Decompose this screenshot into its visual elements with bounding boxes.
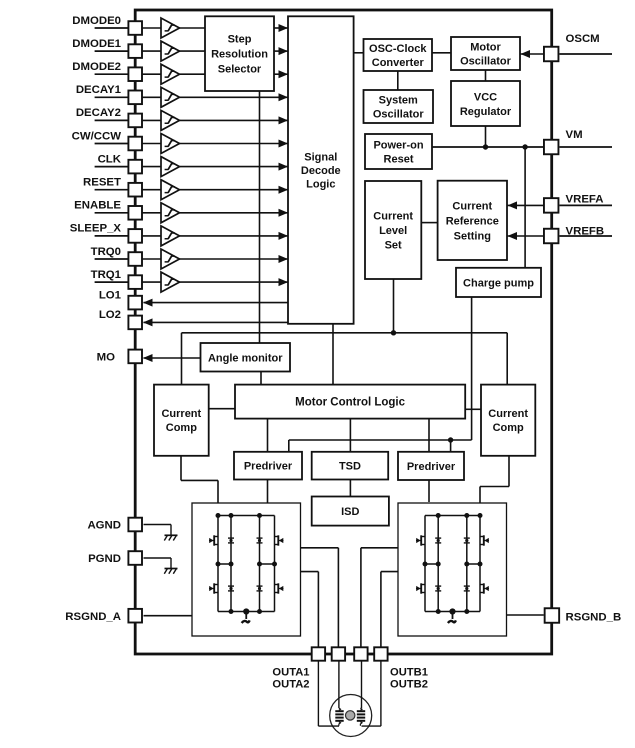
- svg-text:DMODE1: DMODE1: [72, 38, 121, 50]
- svg-text:AGND: AGND: [87, 520, 121, 532]
- svg-text:LO1: LO1: [99, 289, 122, 301]
- svg-text:VREFB: VREFB: [566, 226, 605, 238]
- svg-text:TSD: TSD: [339, 461, 361, 473]
- svg-text:Set: Set: [385, 240, 402, 252]
- svg-text:Current: Current: [488, 408, 528, 420]
- svg-text:Current: Current: [373, 211, 413, 223]
- svg-text:Setting: Setting: [454, 230, 491, 242]
- svg-text:VCC: VCC: [474, 91, 497, 103]
- svg-text:Power-on: Power-on: [373, 140, 423, 152]
- svg-text:RESET: RESET: [83, 177, 121, 189]
- svg-text:DECAY2: DECAY2: [76, 107, 121, 119]
- svg-text:ISD: ISD: [341, 506, 359, 518]
- svg-text:Predriver: Predriver: [244, 461, 293, 473]
- svg-text:TRQ0: TRQ0: [91, 246, 121, 258]
- svg-text:Regulator: Regulator: [460, 106, 512, 118]
- svg-text:MO: MO: [97, 352, 115, 364]
- svg-text:OUTA2: OUTA2: [272, 678, 309, 690]
- svg-text:Selector: Selector: [218, 64, 262, 76]
- svg-text:VREFA: VREFA: [566, 194, 604, 206]
- svg-text:Current: Current: [452, 200, 492, 212]
- svg-text:TRQ1: TRQ1: [91, 269, 122, 281]
- svg-text:Reset: Reset: [384, 154, 414, 166]
- svg-text:CLK: CLK: [98, 153, 122, 165]
- svg-text:Signal: Signal: [304, 151, 337, 163]
- svg-text:DMODE0: DMODE0: [72, 15, 121, 27]
- svg-text:DECAY1: DECAY1: [76, 84, 122, 96]
- svg-text:RSGND_A: RSGND_A: [65, 611, 121, 623]
- svg-text:Comp: Comp: [166, 422, 197, 434]
- svg-text:SLEEP_X: SLEEP_X: [70, 223, 122, 235]
- svg-text:RSGND_B: RSGND_B: [566, 612, 622, 624]
- svg-text:PGND: PGND: [88, 553, 121, 565]
- svg-text:Resolution: Resolution: [211, 49, 268, 61]
- svg-text:Logic: Logic: [306, 179, 335, 191]
- svg-text:CW/CCW: CW/CCW: [72, 130, 122, 142]
- svg-text:Motor: Motor: [470, 42, 501, 54]
- svg-text:Oscillator: Oscillator: [460, 55, 511, 67]
- svg-text:Decode: Decode: [301, 165, 341, 177]
- svg-text:OSC-Clock: OSC-Clock: [369, 43, 427, 55]
- svg-text:Charge pump: Charge pump: [463, 277, 534, 289]
- svg-text:Reference: Reference: [446, 215, 499, 227]
- svg-text:DMODE2: DMODE2: [72, 61, 121, 73]
- svg-text:Level: Level: [379, 225, 407, 237]
- svg-text:Current: Current: [161, 408, 201, 420]
- svg-text:LO2: LO2: [99, 309, 121, 321]
- svg-text:Comp: Comp: [493, 422, 524, 434]
- svg-text:System: System: [379, 95, 418, 107]
- svg-text:OUTA1: OUTA1: [272, 667, 309, 679]
- svg-text:OUTB1: OUTB1: [390, 667, 428, 679]
- svg-text:VM: VM: [566, 129, 583, 141]
- svg-text:ENABLE: ENABLE: [74, 200, 121, 212]
- svg-text:Angle monitor: Angle monitor: [208, 352, 283, 364]
- svg-text:Step: Step: [228, 34, 252, 46]
- svg-text:Converter: Converter: [372, 57, 425, 69]
- svg-text:Motor Control Logic: Motor Control Logic: [295, 397, 405, 409]
- svg-text:Oscillator: Oscillator: [373, 108, 424, 120]
- svg-text:OSCM: OSCM: [566, 33, 600, 45]
- svg-text:Predriver: Predriver: [407, 461, 456, 473]
- svg-text:OUTB2: OUTB2: [390, 678, 428, 690]
